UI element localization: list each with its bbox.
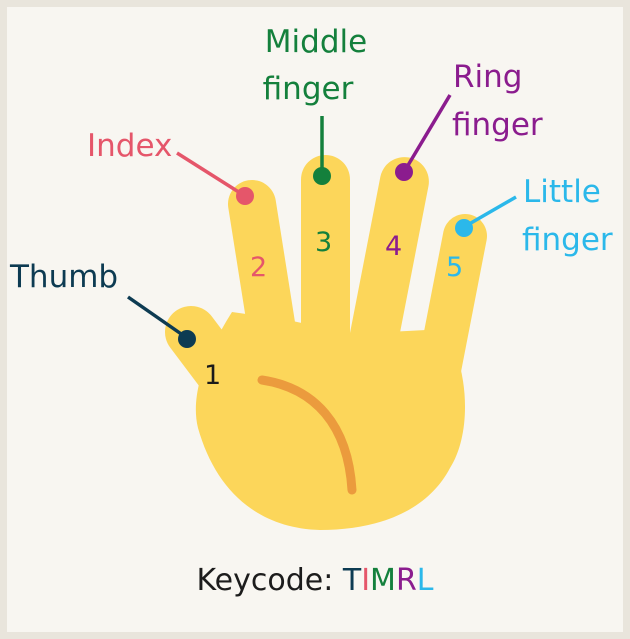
- keycode-letter-m: M: [370, 563, 396, 598]
- keycode-caption: Keycode: TIMRL: [0, 563, 630, 598]
- little-dot: [455, 219, 473, 237]
- ring-label-line2: finger: [452, 107, 543, 143]
- thumb-number: 1: [204, 360, 221, 391]
- ring-dot: [395, 163, 413, 181]
- palm-crease: [257, 375, 357, 495]
- ring-finger: [339, 157, 429, 414]
- index-label: Index: [87, 128, 172, 164]
- keycode-prefix: Keycode:: [196, 563, 343, 598]
- index-pointer-line: [176, 151, 246, 198]
- middle-dot: [313, 167, 331, 185]
- ring-number: 4: [385, 231, 402, 262]
- hand-shape: [165, 155, 487, 530]
- middle-finger: [301, 155, 350, 415]
- keycode-letter-t: T: [342, 563, 362, 598]
- keycode-letter-r: R: [395, 563, 417, 598]
- index-number: 2: [250, 252, 267, 283]
- middle-number: 3: [315, 227, 332, 258]
- thumb-pointer-line: [127, 295, 188, 340]
- ring-pointer-line: [402, 94, 452, 173]
- little-finger: [413, 213, 487, 412]
- thumb-dot: [178, 330, 196, 348]
- keycode-letter-i: I: [361, 563, 371, 598]
- little-number: 5: [446, 252, 463, 283]
- index-finger: [227, 180, 307, 418]
- little-label-line2: finger: [522, 222, 613, 258]
- middle-label-line1: Middle: [265, 24, 367, 60]
- little-label-line1: Little: [523, 174, 601, 210]
- index-dot: [236, 187, 254, 205]
- thumb-finger: [165, 306, 292, 457]
- ring-label-line1: Ring: [453, 59, 522, 95]
- little-pointer-line: [463, 195, 517, 229]
- keycode-letter-l: L: [416, 563, 434, 598]
- middle-label-line2: finger: [263, 71, 354, 107]
- thumb-label: Thumb: [9, 259, 118, 295]
- pointers: [127, 94, 517, 348]
